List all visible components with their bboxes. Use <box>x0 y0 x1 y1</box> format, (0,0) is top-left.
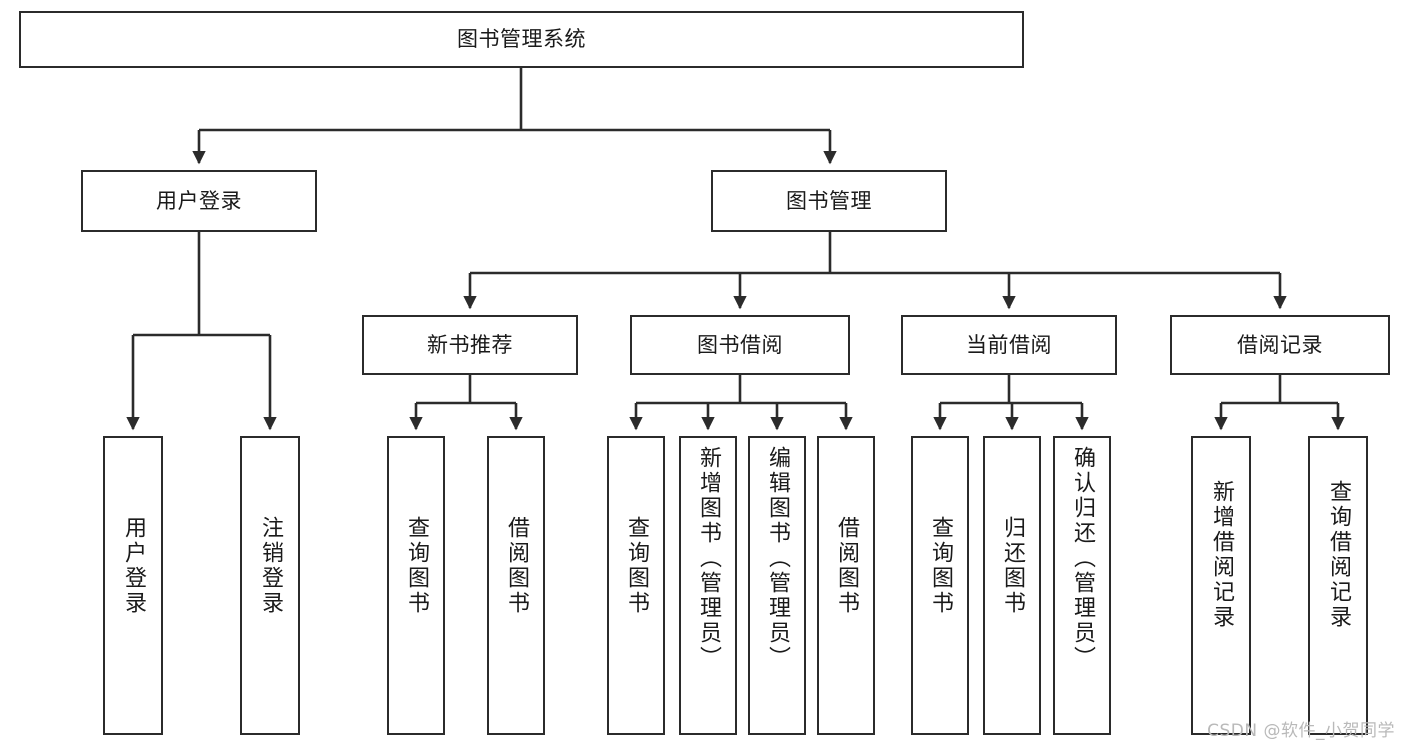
node-root-label: 图书管理系统 <box>457 27 586 52</box>
node-leaf-query-book-3[interactable]: 查询图书 <box>911 436 969 735</box>
node-book-manage-label: 图书管理 <box>786 188 872 213</box>
node-borrow-record[interactable]: 借阅记录 <box>1170 315 1390 375</box>
node-book-manage[interactable]: 图书管理 <box>711 170 947 232</box>
node-leaf-user-login[interactable]: 用户登录 <box>103 436 163 735</box>
node-leaf-confirm-return[interactable]: 确认归还（管理员） <box>1053 436 1111 735</box>
node-leaf-borrow-book-2-label: 借阅图书 <box>834 516 859 616</box>
node-leaf-edit-book[interactable]: 编辑图书（管理员） <box>748 436 806 735</box>
node-leaf-query-record[interactable]: 查询借阅记录 <box>1308 436 1368 735</box>
node-leaf-query-book-1[interactable]: 查询图书 <box>387 436 445 735</box>
csdn-watermark: CSDN @软件_小贺同学 <box>1207 721 1395 741</box>
node-leaf-user-login-label: 用户登录 <box>121 516 146 616</box>
node-leaf-borrow-book-1-label: 借阅图书 <box>504 516 529 616</box>
node-leaf-borrow-book-1[interactable]: 借阅图书 <box>487 436 545 735</box>
node-new-book-recommend-label: 新书推荐 <box>427 332 513 357</box>
node-new-book-recommend[interactable]: 新书推荐 <box>362 315 578 375</box>
node-leaf-add-book[interactable]: 新增图书（管理员） <box>679 436 737 735</box>
node-book-borrow[interactable]: 图书借阅 <box>630 315 850 375</box>
node-leaf-query-record-label: 查询借阅记录 <box>1326 480 1351 630</box>
node-user-login-label: 用户登录 <box>156 188 242 213</box>
node-user-login[interactable]: 用户登录 <box>81 170 317 232</box>
node-leaf-return-book[interactable]: 归还图书 <box>983 436 1041 735</box>
node-leaf-add-record-label: 新增借阅记录 <box>1209 480 1234 630</box>
node-leaf-return-book-label: 归还图书 <box>1000 516 1025 616</box>
node-leaf-logout[interactable]: 注销登录 <box>240 436 300 735</box>
node-leaf-query-book-1-label: 查询图书 <box>404 516 429 616</box>
node-leaf-query-book-3-label: 查询图书 <box>928 516 953 616</box>
node-leaf-edit-book-label: 编辑图书（管理员） <box>765 446 790 671</box>
node-borrow-record-label: 借阅记录 <box>1237 332 1323 357</box>
node-leaf-borrow-book-2[interactable]: 借阅图书 <box>817 436 875 735</box>
node-current-borrow-label: 当前借阅 <box>966 332 1052 357</box>
node-root[interactable]: 图书管理系统 <box>19 11 1024 68</box>
node-book-borrow-label: 图书借阅 <box>697 332 783 357</box>
node-leaf-query-book-2[interactable]: 查询图书 <box>607 436 665 735</box>
node-leaf-add-book-label: 新增图书（管理员） <box>696 446 721 671</box>
node-leaf-add-record[interactable]: 新增借阅记录 <box>1191 436 1251 735</box>
node-leaf-confirm-return-label: 确认归还（管理员） <box>1070 446 1095 671</box>
node-leaf-logout-label: 注销登录 <box>258 516 283 616</box>
node-current-borrow[interactable]: 当前借阅 <box>901 315 1117 375</box>
node-leaf-query-book-2-label: 查询图书 <box>624 516 649 616</box>
